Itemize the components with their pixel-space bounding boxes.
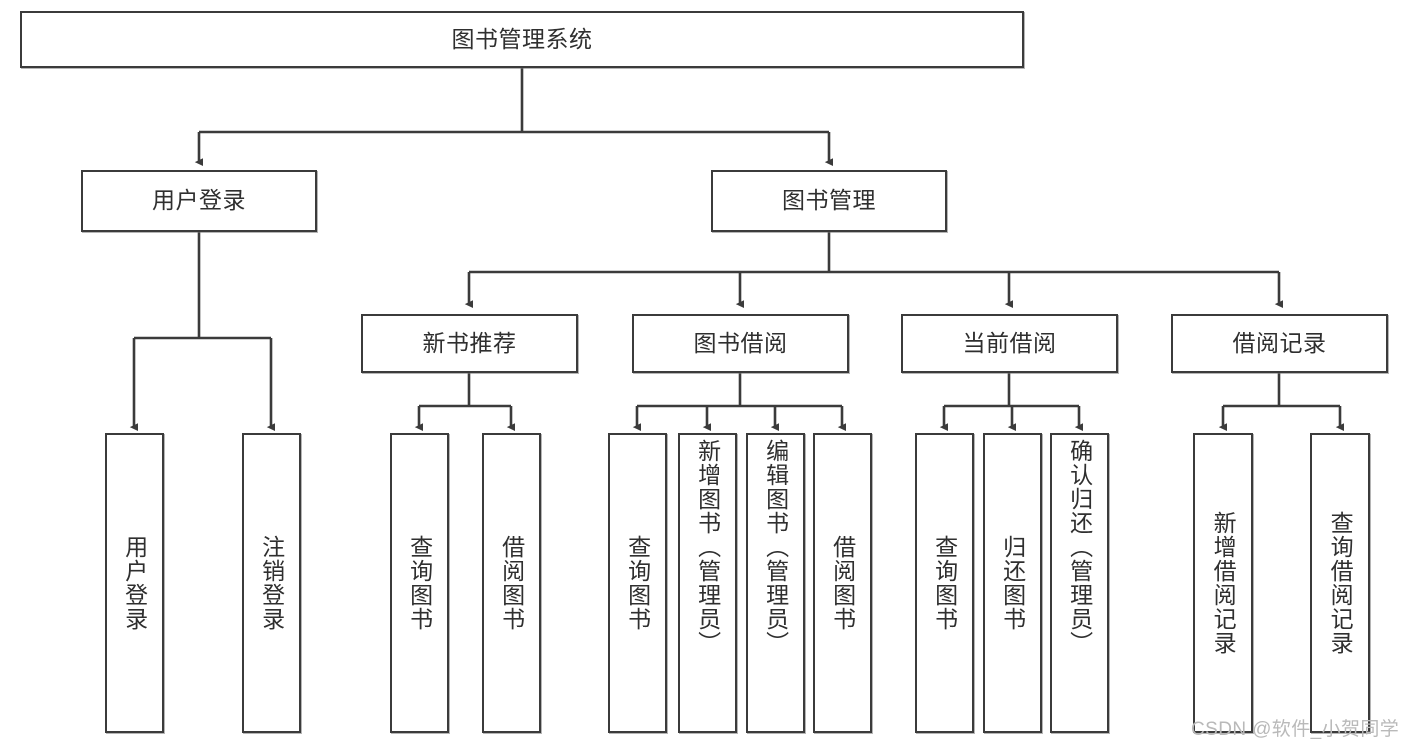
node-leaf-confirm-return[interactable]: 确认归还（管理员） [1050,433,1109,733]
node-leaf-query-record[interactable]: 查询借阅记录 [1310,433,1370,733]
node-leaf-add-record[interactable]: 新增借阅记录 [1193,433,1253,733]
node-leaf-user-logout[interactable]: 注销登录 [242,433,301,733]
node-label-leaf-confirm-return: 确认归还（管理员） [1066,439,1093,655]
node-root-book-management-system[interactable]: 图书管理系统 [20,11,1024,68]
node-label-leaf-add-book: 新增图书（管理员） [694,439,721,655]
node-book-manage[interactable]: 图书管理 [711,170,947,232]
node-leaf-query-book-3[interactable]: 查询图书 [915,433,974,733]
node-label-leaf-borrow-book-1: 借阅图书 [498,535,525,631]
node-label-leaf-query-book-2: 查询图书 [624,535,651,631]
node-leaf-borrow-book-1[interactable]: 借阅图书 [482,433,541,733]
node-user-login[interactable]: 用户登录 [81,170,317,232]
node-leaf-query-book-1[interactable]: 查询图书 [390,433,449,733]
node-label-leaf-add-record: 新增借阅记录 [1210,511,1237,655]
node-label-leaf-query-record: 查询借阅记录 [1327,511,1354,655]
node-label-root: 图书管理系统 [451,25,593,52]
node-leaf-borrow-book-2[interactable]: 借阅图书 [813,433,872,733]
node-current-borrow[interactable]: 当前借阅 [901,314,1118,373]
node-label-leaf-user-login: 用户登录 [121,535,148,631]
node-label-current-borrow: 当前借阅 [962,329,1057,356]
node-label-leaf-query-book-3: 查询图书 [931,535,958,631]
node-leaf-return-book[interactable]: 归还图书 [983,433,1042,733]
node-book-borrow[interactable]: 图书借阅 [632,314,849,373]
node-label-borrow-record: 借阅记录 [1232,329,1327,356]
node-label-user-login: 用户登录 [152,187,246,214]
node-leaf-edit-book[interactable]: 编辑图书（管理员） [746,433,805,733]
node-borrow-record[interactable]: 借阅记录 [1171,314,1388,373]
node-label-leaf-query-book-1: 查询图书 [406,535,433,631]
node-label-leaf-borrow-book-2: 借阅图书 [829,535,856,631]
node-label-book-manage: 图书管理 [782,187,876,214]
node-label-book-borrow: 图书借阅 [693,329,788,356]
node-new-book-recommend[interactable]: 新书推荐 [361,314,578,373]
node-label-leaf-edit-book: 编辑图书（管理员） [762,439,789,655]
node-leaf-user-login[interactable]: 用户登录 [105,433,164,733]
node-label-leaf-return-book: 归还图书 [999,535,1026,631]
node-label-new-book-recommend: 新书推荐 [422,329,517,356]
node-label-leaf-user-logout: 注销登录 [258,535,285,631]
node-leaf-query-book-2[interactable]: 查询图书 [608,433,667,733]
node-leaf-add-book[interactable]: 新增图书（管理员） [678,433,737,733]
